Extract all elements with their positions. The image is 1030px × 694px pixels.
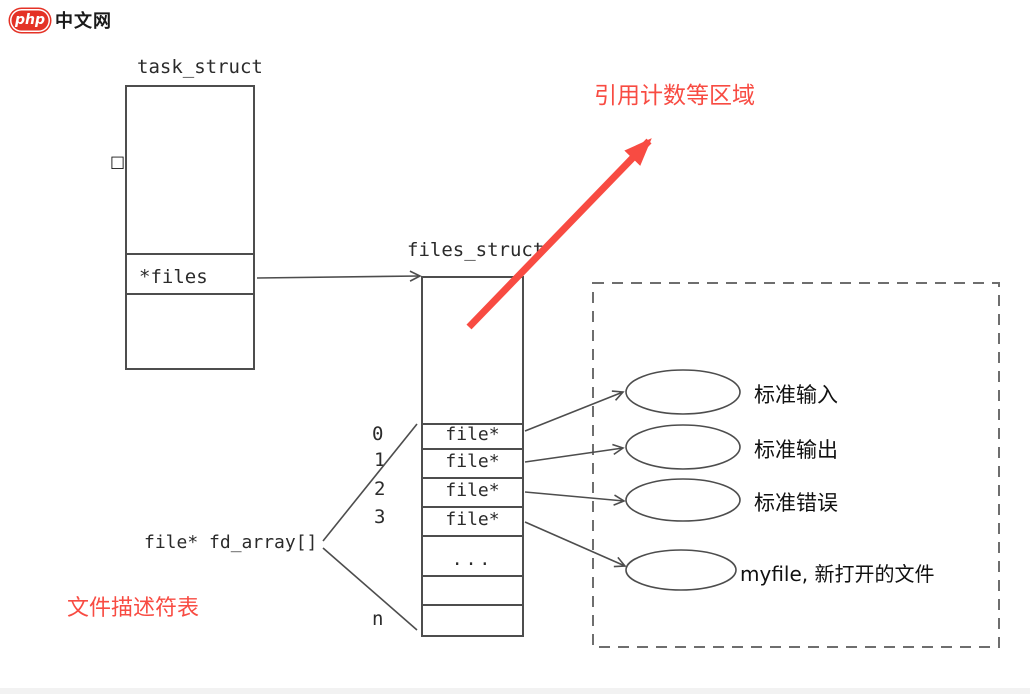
stray-square-char: □	[110, 152, 126, 171]
fd-cell-3: file*	[445, 509, 500, 530]
connector-fd3-myfile	[524, 521, 627, 568]
site-logo: php 中文网	[10, 7, 112, 33]
fd-cell-1: file*	[445, 451, 500, 472]
stderr-ellipse	[625, 478, 741, 522]
stdin-ellipse	[625, 369, 741, 415]
connector-fd1-stdout	[524, 443, 625, 463]
fd-index-1: 1	[374, 449, 386, 471]
stderr-label: 标准错误	[754, 491, 838, 515]
fd-index-0: 0	[372, 423, 384, 445]
files-divider-7	[423, 604, 522, 606]
task-struct-divider-bottom	[127, 293, 253, 295]
stdout-label: 标准输出	[754, 438, 838, 462]
files-divider-4	[423, 506, 522, 508]
dashed-region	[592, 282, 1000, 648]
files-divider-2	[423, 448, 522, 450]
bottom-strip	[0, 688, 1030, 694]
fd-array-fan-bottom	[322, 547, 418, 631]
fd-index-n: n	[372, 608, 384, 630]
fd-array-label: file* fd_array[]	[144, 532, 318, 553]
stdout-ellipse	[625, 424, 741, 470]
connector-fd2-stderr	[524, 491, 626, 506]
php-logo-icon: php	[10, 8, 50, 32]
ref-count-annotation: 引用计数等区域	[594, 83, 755, 109]
fd-index-3: 3	[374, 506, 386, 528]
stdin-label: 标准输入	[754, 383, 838, 407]
site-logo-text: 中文网	[55, 11, 112, 32]
fd-table-annotation: 文件描述符表	[67, 596, 200, 621]
files-divider-5	[423, 535, 522, 537]
files-pointer-field: *files	[139, 266, 208, 288]
fd-array-fan-top	[322, 423, 418, 542]
task-struct-box	[125, 85, 255, 370]
myfile-label: myfile, 新打开的文件	[740, 562, 935, 586]
fd-cell-2: file*	[445, 480, 500, 501]
files-divider-3	[423, 477, 522, 479]
myfile-ellipse	[625, 549, 737, 591]
task-struct-divider-top	[127, 253, 253, 255]
files-divider-1	[423, 423, 522, 425]
task-struct-title: task_struct	[137, 56, 263, 78]
files-divider-6	[423, 575, 522, 577]
connector-fd0-stdin	[524, 390, 625, 432]
fd-cell-ellipsis: ...	[451, 549, 494, 570]
fd-index-2: 2	[374, 478, 386, 500]
fd-cell-0: file*	[445, 424, 500, 445]
files-pointer-arrow	[256, 270, 422, 282]
files-struct-title: files_struct	[407, 239, 545, 261]
